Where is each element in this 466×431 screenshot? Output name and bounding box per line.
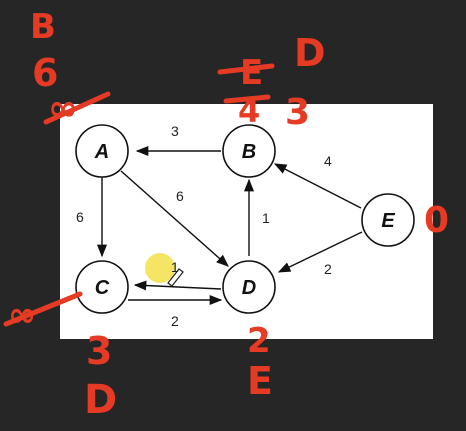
pen-cursor-icon: 1	[167, 259, 184, 287]
node-c: C	[75, 260, 129, 314]
weight-d-b: 1	[262, 210, 270, 226]
node-c-label: C	[95, 277, 110, 299]
nodes: A B C D E	[75, 124, 415, 314]
annot-b-strike-pred	[217, 63, 275, 75]
node-b-label: B	[242, 141, 256, 163]
edges	[96, 145, 363, 306]
weight-a-c: 6	[76, 209, 84, 225]
annot-b-strike-dist	[223, 94, 271, 104]
annot-d-pred: E	[247, 359, 273, 403]
weight-b-a: 3	[171, 123, 179, 139]
node-b: B	[222, 124, 276, 178]
weight-e-d: 2	[324, 261, 332, 277]
annot-b-dist: 3	[285, 92, 310, 133]
edge-e-b	[273, 163, 362, 209]
cursor-highlight	[145, 253, 175, 283]
annot-d-dist: 2	[247, 321, 271, 361]
annot-b-pred: D	[294, 31, 326, 75]
node-e-label: E	[381, 210, 395, 232]
node-d: D	[222, 260, 276, 314]
edge-weights: 3 6 6 1 4 2 2	[76, 123, 332, 329]
node-e: E	[361, 193, 415, 247]
annot-c-pred: D	[84, 377, 117, 423]
weight-a-d: 6	[176, 188, 184, 204]
annot-a-strike	[43, 91, 111, 125]
edge-d-c	[133, 280, 222, 291]
annot-a-pred: B	[30, 7, 56, 47]
edge-a-d	[120, 170, 229, 267]
node-a-label: A	[94, 141, 109, 163]
handwritten-annotations: B 6 ∞ E D 4 3 ∞ 3 D 2 E 0	[3, 7, 449, 423]
weight-c-d: 2	[171, 313, 179, 329]
node-a: A	[75, 124, 129, 178]
weight-e-b: 4	[324, 153, 332, 169]
annot-c-strike	[3, 291, 83, 327]
annot-b-struck-pred: E	[240, 53, 263, 93]
edge-e-d	[277, 231, 363, 273]
annot-c-dist: 3	[86, 329, 112, 373]
cursor-mark: 1	[171, 259, 179, 275]
node-d-label: D	[242, 277, 256, 299]
annot-e-dist: 0	[424, 200, 449, 241]
annot-a-dist: 6	[32, 51, 58, 95]
